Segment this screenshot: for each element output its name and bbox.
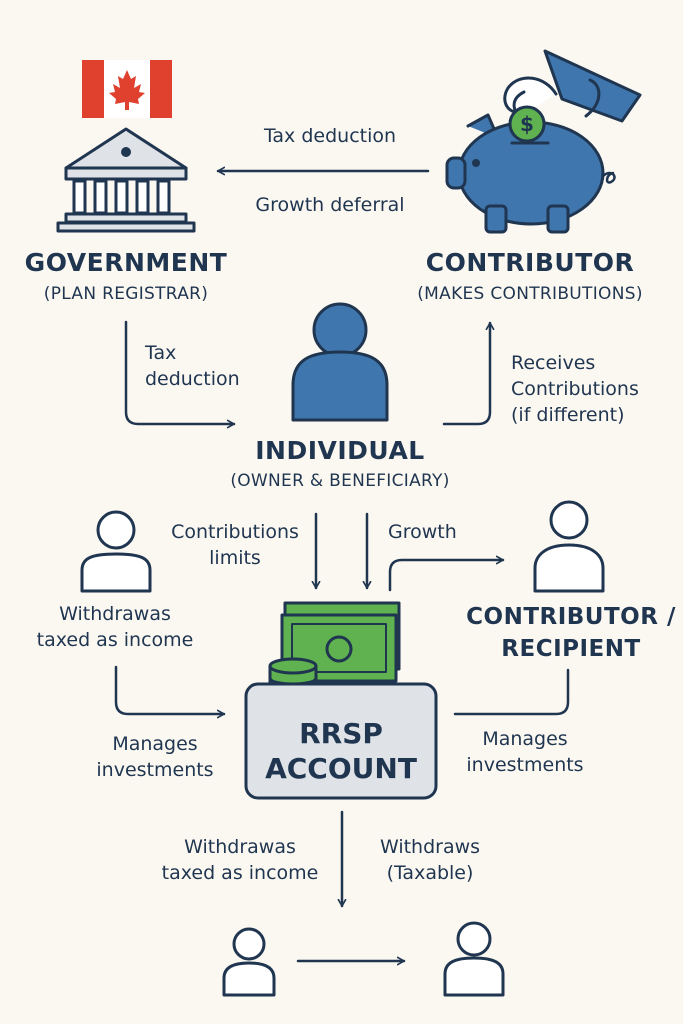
canada-flag-icon <box>82 60 172 118</box>
label-withdraws-left-2: taxed as income <box>36 629 194 651</box>
arrow-growth-to-recipient <box>388 555 505 592</box>
person-icon-left <box>80 510 152 593</box>
rrsp-account-box <box>244 682 438 800</box>
label-withdraws-bottom-left-1: Withdrawas <box>184 836 296 858</box>
rrsp-account-label-2: ACCOUNT <box>265 752 417 785</box>
contributor-recipient-title-2: RECIPIENT <box>501 636 641 662</box>
label-contribution-limits-2: limits <box>209 547 261 569</box>
label-manages-right-2: investments <box>466 754 584 776</box>
contributor-subtitle: (MAKES CONTRIBUTIONS) <box>417 284 643 304</box>
individual-title: INDIVIDUAL <box>255 436 425 465</box>
person-icon-right <box>533 500 605 593</box>
label-withdraws-bottom-left-2: taxed as income <box>161 862 319 884</box>
person-icon-bottom-right <box>443 921 505 997</box>
contributor-title: CONTRIBUTOR <box>425 248 635 277</box>
label-tax-deduction-left-1: Tax <box>145 342 177 364</box>
label-withdraws-bottom-right-1: Withdraws <box>379 836 481 858</box>
piggy-bank-icon <box>445 49 642 234</box>
label-contribution-limits-1: Contributions <box>171 521 299 543</box>
label-growth: Growth <box>388 521 457 543</box>
arrow-left-person-to-account <box>114 665 226 719</box>
label-receives-2: Contributions <box>511 378 639 400</box>
label-withdraws-bottom-right-2: (Taxable) <box>386 862 474 884</box>
label-manages-left-2: investments <box>96 759 214 781</box>
label-growth-deferral: Growth deferral <box>255 194 405 216</box>
label-withdraws-left-1: Withdrawas <box>59 603 171 625</box>
government-building-icon <box>56 127 196 233</box>
money-stack-icon <box>280 601 401 683</box>
line-recipient-to-account <box>453 668 570 716</box>
arrow-government-to-individual <box>124 320 236 429</box>
label-receives-3: (if different) <box>511 404 625 426</box>
label-manages-right-1: Manages <box>482 728 568 750</box>
contributor-recipient-title-1: CONTRIBUTOR / <box>466 604 676 630</box>
individual-subtitle: (OWNER & BENEFICIARY) <box>230 471 450 491</box>
label-receives-1: Receives <box>511 352 596 374</box>
person-icon-bottom-left <box>222 927 276 997</box>
government-title: GOVERNMENT <box>24 248 228 277</box>
arrow-individual-to-contributor <box>442 321 495 426</box>
individual-person-icon <box>291 302 389 422</box>
coin-dollar-icon: $ <box>520 112 534 136</box>
label-tax-deduction-left-2: deduction <box>145 368 240 390</box>
rrsp-account-label-1: RRSP <box>299 717 383 750</box>
label-tax-deduction-top: Tax deduction <box>263 125 397 147</box>
government-subtitle: (PLAN REGISTRAR) <box>43 284 209 304</box>
label-manages-left-1: Manages <box>112 733 198 755</box>
